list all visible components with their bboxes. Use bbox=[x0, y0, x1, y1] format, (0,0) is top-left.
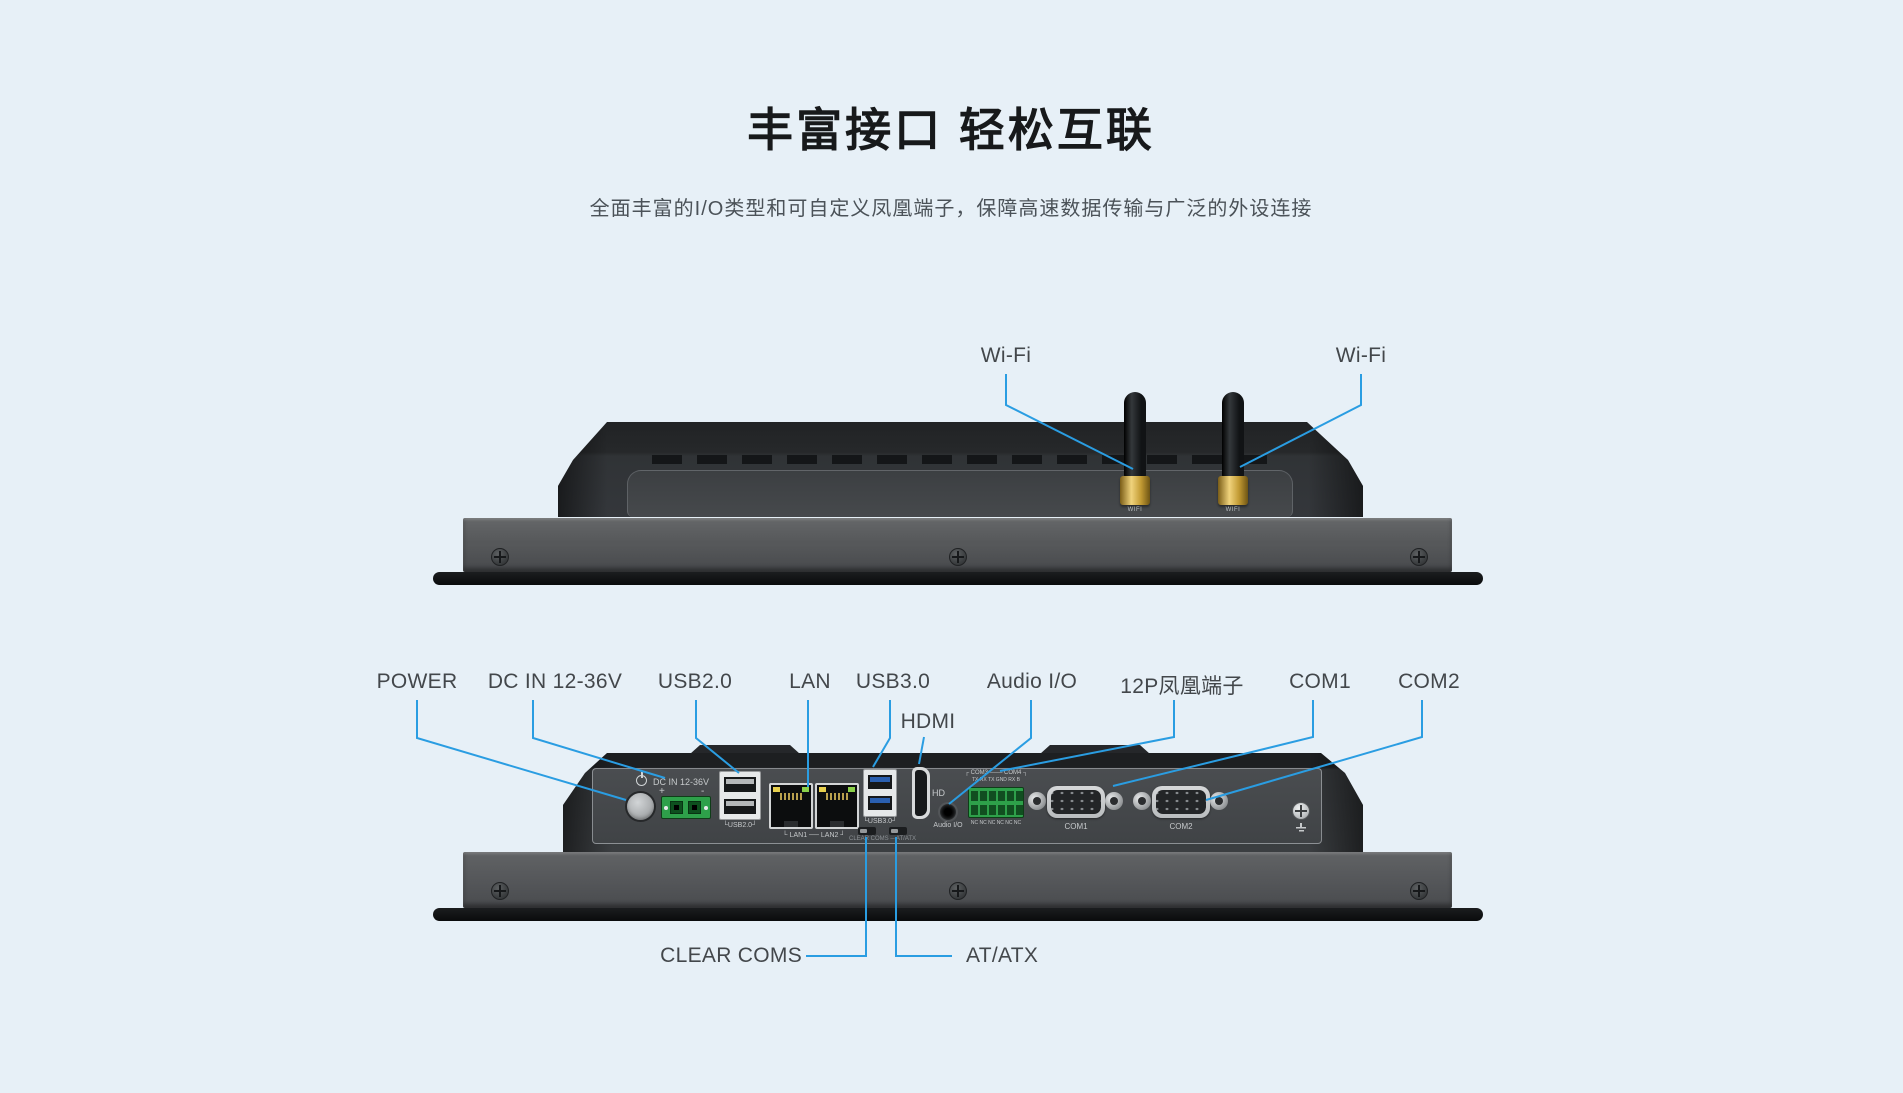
com1-print: COM1 bbox=[1064, 822, 1088, 831]
com1-port bbox=[1047, 786, 1105, 818]
com2-standoff bbox=[1133, 792, 1151, 810]
bezel-screw bbox=[949, 882, 967, 900]
audio-jack bbox=[940, 804, 956, 820]
bezel-screw bbox=[949, 548, 967, 566]
wifi-antenna-left-print: WIFI bbox=[1127, 507, 1143, 513]
device-rear-view: WIFI WIFI bbox=[430, 388, 1490, 593]
lan1-port bbox=[769, 783, 813, 829]
usb3-slot bbox=[868, 796, 892, 810]
com2-standoff bbox=[1210, 792, 1228, 810]
com34-print: ┌ COM3 ─── COM4 ┐ bbox=[964, 770, 1028, 776]
at-atx-label: AT/ATX bbox=[966, 944, 1039, 967]
dc-screw-hole bbox=[704, 806, 708, 810]
usb2-ports bbox=[719, 771, 761, 820]
page-subtitle: 全面丰富的I/O类型和可自定义凤凰端子，保障高速数据传输与广泛的外设连接 bbox=[589, 198, 1313, 220]
front-edge-strip bbox=[433, 908, 1483, 921]
bezel-screw bbox=[1410, 548, 1428, 566]
ground-symbol-icon bbox=[1295, 823, 1307, 832]
usb2-label: USB2.0 bbox=[657, 670, 733, 693]
com2-pins bbox=[1156, 790, 1206, 814]
com1-standoff bbox=[1028, 792, 1046, 810]
lan-clip bbox=[830, 821, 844, 827]
housing-right-facet bbox=[1299, 422, 1363, 517]
wifi-antenna-right bbox=[1222, 392, 1244, 478]
dc-plus-print: + bbox=[659, 786, 665, 797]
phoenix-pins-top-print: TX RX TX GND RX B bbox=[972, 777, 1020, 783]
dc-pin bbox=[688, 801, 701, 814]
housing-tab bbox=[1040, 745, 1150, 754]
audio-print: Audio I/O bbox=[933, 822, 963, 829]
dc-screw-hole bbox=[664, 806, 668, 810]
vent-slots bbox=[652, 455, 1282, 464]
usb2-slot bbox=[724, 777, 756, 792]
wifi-antenna-left-base bbox=[1120, 476, 1150, 505]
usb3-label: USB3.0 bbox=[855, 670, 931, 693]
io-plate: DC IN 12-36V + - └USB2.0┘ bbox=[592, 767, 1322, 844]
com2-port bbox=[1152, 786, 1210, 818]
lan-led-green bbox=[802, 787, 809, 792]
front-edge-strip bbox=[433, 572, 1483, 585]
power-label: POWER bbox=[376, 670, 458, 693]
usb3-slot bbox=[868, 775, 892, 789]
wifi-antenna-right-print: WIFI bbox=[1225, 507, 1241, 513]
wifi-antenna-left bbox=[1124, 392, 1146, 478]
wifi-right-label: Wi-Fi bbox=[1335, 344, 1387, 367]
lan2-port bbox=[815, 783, 859, 829]
wifi-antenna-right-base bbox=[1218, 476, 1248, 505]
dc-input-connector bbox=[661, 796, 711, 819]
com1-label: COM1 bbox=[1289, 670, 1351, 693]
dc-in-print: DC IN 12-36V bbox=[652, 777, 710, 787]
usb2-slot bbox=[724, 799, 756, 814]
audio-label: Audio I/O bbox=[986, 670, 1078, 693]
dc-minus-print: - bbox=[701, 786, 705, 797]
phoenix-pins-bottom-print: NC NC NC NC NC NC bbox=[970, 820, 1022, 826]
lan-led-green bbox=[848, 787, 855, 792]
dc-pin bbox=[670, 801, 683, 814]
housing-left-facet bbox=[558, 422, 616, 517]
usb3-print: └USB3.0┘ bbox=[862, 818, 898, 825]
wifi-left-label: Wi-Fi bbox=[980, 344, 1032, 367]
power-icon bbox=[636, 772, 647, 786]
phoenix-label: 12P凤凰端子 bbox=[1120, 675, 1244, 698]
lan-led-yellow bbox=[773, 787, 780, 792]
rear-recess-panel bbox=[627, 470, 1293, 517]
com2-print: COM2 bbox=[1169, 822, 1193, 831]
clear-coms-switch bbox=[858, 827, 876, 835]
usb3-ports bbox=[863, 769, 897, 817]
housing-tab bbox=[690, 745, 800, 754]
lan-print: └ LAN1 ── LAN2 ┘ bbox=[782, 832, 846, 839]
lan-label: LAN bbox=[789, 670, 831, 693]
lan-led-yellow bbox=[819, 787, 826, 792]
ground-screw bbox=[1292, 802, 1310, 820]
power-button bbox=[627, 793, 654, 820]
bezel-screw bbox=[491, 882, 509, 900]
lan-pins bbox=[780, 793, 802, 800]
switch-print: CLEAR COMS ─ AT/ATX bbox=[849, 836, 917, 842]
bezel-screw bbox=[1410, 882, 1428, 900]
hdmi-port bbox=[912, 767, 930, 819]
lan-pins bbox=[826, 793, 848, 800]
clear-coms-label: CLEAR COMS bbox=[660, 944, 802, 967]
usb2-print: └USB2.0┘ bbox=[722, 822, 758, 829]
com1-standoff bbox=[1105, 792, 1123, 810]
hd-print: HD bbox=[932, 788, 945, 798]
com1-pins bbox=[1051, 790, 1101, 814]
page-title: 丰富接口 轻松互联 bbox=[747, 104, 1155, 156]
lan-clip bbox=[784, 821, 798, 827]
dc-in-label: DC IN 12-36V bbox=[487, 670, 623, 693]
hdmi-label: HDMI bbox=[900, 710, 956, 733]
at-atx-switch bbox=[889, 827, 907, 835]
phoenix-12p-terminal bbox=[968, 787, 1024, 818]
device-io-view: DC IN 12-36V + - └USB2.0┘ bbox=[430, 745, 1490, 925]
com2-label: COM2 bbox=[1398, 670, 1460, 693]
bezel-screw bbox=[491, 548, 509, 566]
